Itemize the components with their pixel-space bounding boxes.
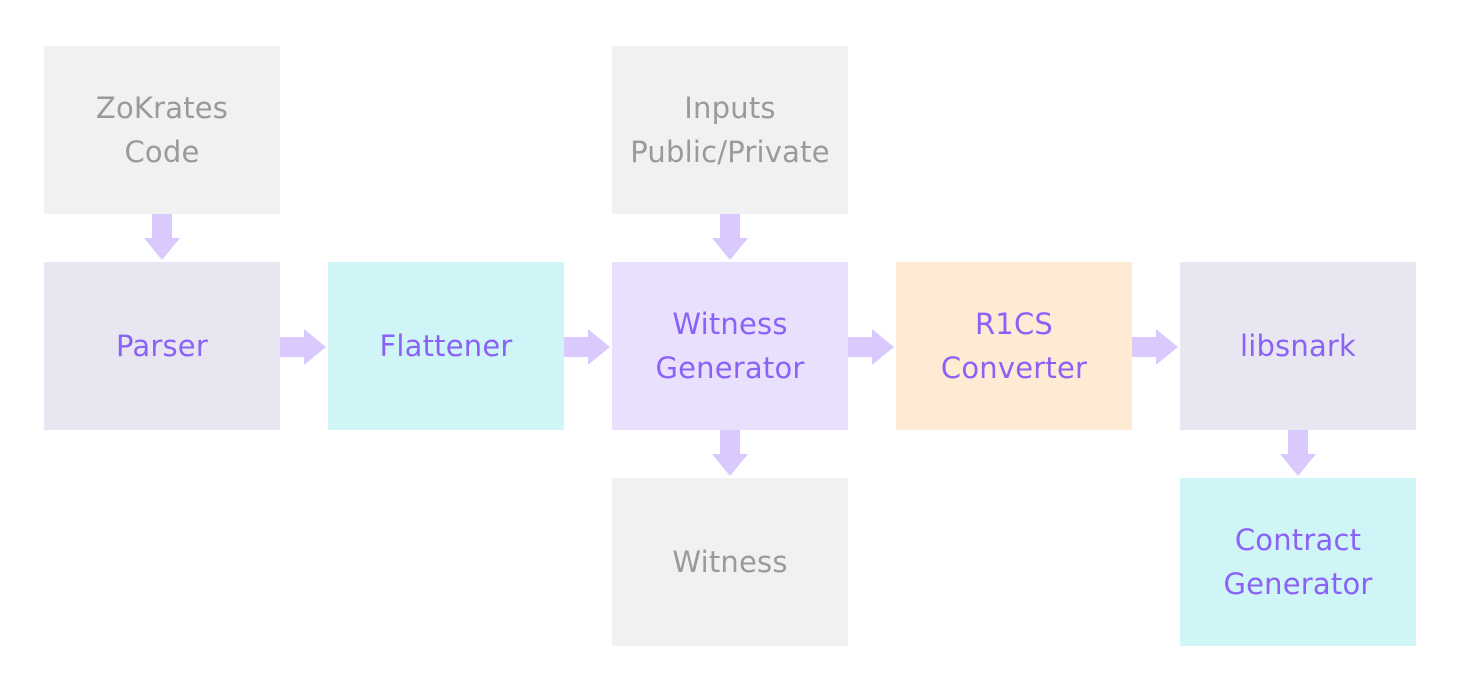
libsnark-label: libsnark — [1239, 329, 1357, 363]
inputs-node: Inputs Public/Private — [612, 46, 848, 214]
arrow-flattener-to-witness-generator — [564, 329, 610, 365]
zokrates-code-node: ZoKrates Code — [44, 46, 280, 214]
witness-generator-node: Witness Generator — [612, 262, 848, 430]
parser-label: Parser — [116, 329, 208, 363]
arrow-parser-to-flattener — [280, 329, 326, 365]
flattener-node: Flattener — [328, 262, 564, 430]
arrow-libsnark-to-contract-generator — [1280, 430, 1316, 476]
r1cs-converter-node: R1CS Converter — [896, 262, 1132, 430]
libsnark-node: libsnark — [1180, 262, 1416, 430]
arrow-witness-generator-to-r1cs-converter — [848, 329, 894, 365]
inputs-label: Inputs Public/Private — [630, 91, 830, 169]
r1cs-converter-label: R1CS Converter — [940, 307, 1088, 385]
witness-label: Witness — [672, 545, 788, 579]
arrow-zokrates-to-parser — [144, 214, 180, 260]
contract-generator-label: Contract Generator — [1223, 523, 1373, 601]
zokrates-code-label: ZoKrates Code — [95, 91, 229, 169]
witness-node: Witness — [612, 478, 848, 646]
contract-generator-node: Contract Generator — [1180, 478, 1416, 646]
arrow-r1cs-converter-to-libsnark — [1132, 329, 1178, 365]
arrow-witness-generator-to-witness — [712, 430, 748, 476]
flattener-label: Flattener — [379, 329, 513, 363]
arrow-inputs-to-witness-generator — [712, 214, 748, 260]
parser-node: Parser — [44, 262, 280, 430]
witness-generator-label: Witness Generator — [655, 307, 805, 385]
